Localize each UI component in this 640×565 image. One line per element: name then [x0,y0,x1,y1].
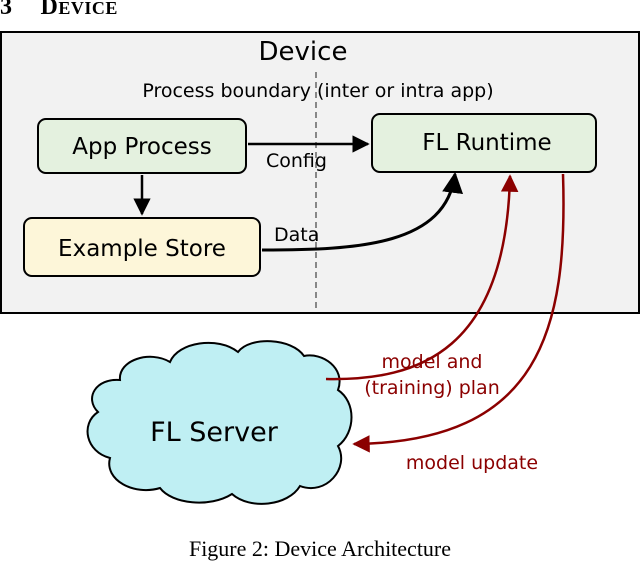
device-label: Device [259,37,348,67]
figure-caption: Figure 2: Device Architecture [188,536,452,561]
model-plan-arrow [325,174,519,381]
config-label: Config [266,150,327,172]
data-label: Data [274,224,319,246]
model-plan-label-line1: model and [382,351,483,373]
fl-server-cloud [86,340,353,505]
app-process-box [37,118,247,174]
section-heading: 3 DEVICE [0,0,118,21]
fl-server-label: FL Server [150,417,279,448]
fl-runtime-box [371,113,597,173]
device-architecture-diagram: Device Process boundary (inter or intra … [0,31,640,505]
model-update-label: model update [406,452,538,474]
fl-runtime-label: FL Runtime [422,130,551,156]
model-update-arrow [352,173,565,453]
example-store-box [23,217,261,277]
model-plan-label-line2: (training) plan [364,377,500,399]
section-title-rest: EVICE [58,0,118,18]
section-number: 3 [0,0,13,20]
process-boundary-label: Process boundary (inter or intra app) [142,80,493,102]
example-store-label: Example Store [58,236,226,262]
app-process-label: App Process [72,134,212,160]
data-arrow [261,171,464,252]
section-title-initial: D [40,0,59,20]
